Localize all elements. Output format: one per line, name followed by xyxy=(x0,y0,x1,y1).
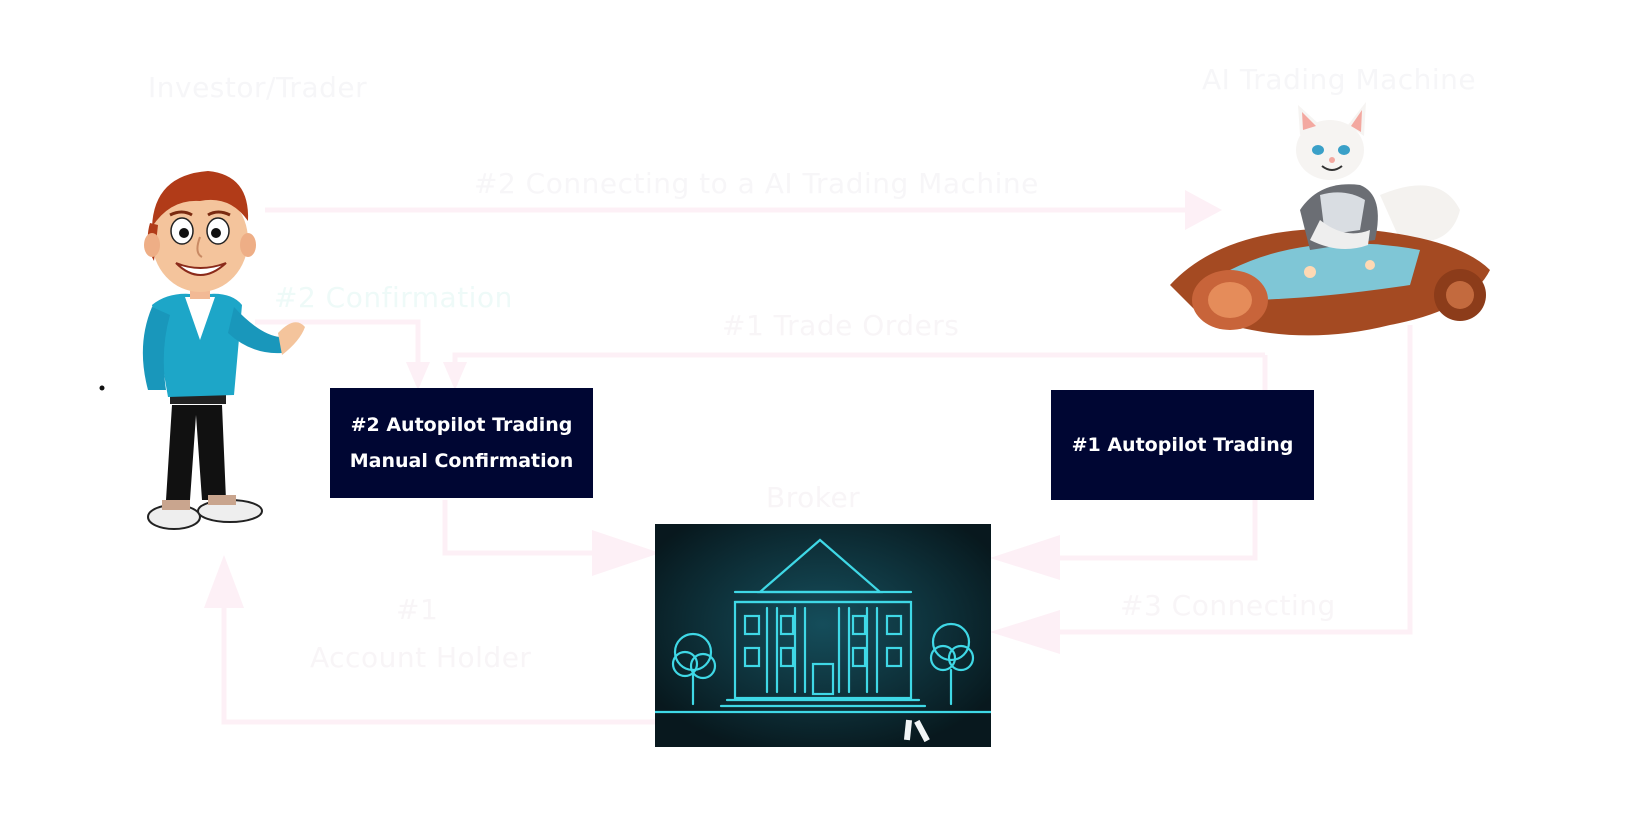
arrowhead-ai xyxy=(1185,190,1222,230)
manual-confirmation-box: #2 Autopilot Trading Manual Confirmation xyxy=(330,388,593,498)
connector-broker-to-investor xyxy=(221,600,655,725)
arrowhead-autopilot-broker xyxy=(990,535,1060,580)
manual-confirmation-line1: #2 Autopilot Trading xyxy=(350,414,573,436)
label-investor-trader: Investor/Trader xyxy=(148,71,368,104)
label-trade-orders: #1 Trade Orders xyxy=(722,309,960,342)
connector-lines xyxy=(221,207,1413,725)
arrowhead-ai-broker xyxy=(990,610,1060,654)
connector-autopilot-to-broker xyxy=(1030,500,1258,561)
dot-marker xyxy=(99,385,105,391)
label-ai-trading-machine: AI Trading Machine xyxy=(1202,63,1477,96)
label-connecting-3: #3 Connecting xyxy=(1120,589,1336,622)
arrowhead-confirmation xyxy=(406,362,430,390)
connector-manual-to-broker xyxy=(442,500,620,556)
label-connecting-ai: #2 Connecting to a AI Trading Machine xyxy=(474,167,1039,200)
label-account-holder: Account Holder xyxy=(310,641,532,674)
broker-bank-icon xyxy=(655,524,991,747)
arrowhead-investor xyxy=(204,555,244,608)
arrowhead-trade-orders xyxy=(443,362,467,390)
arrowheads xyxy=(204,190,1222,654)
connector-ai-to-broker xyxy=(1030,325,1413,635)
arrowhead-manual-broker xyxy=(592,530,660,576)
label-broker: Broker xyxy=(766,481,861,514)
investor-man-icon xyxy=(142,171,305,530)
autopilot-trading-box: #1 Autopilot Trading xyxy=(1051,390,1314,500)
manual-confirmation-line2: Manual Confirmation xyxy=(349,450,574,472)
label-confirmation: #2 Confirmation xyxy=(274,281,513,314)
robot-cat-rocket-icon xyxy=(1170,102,1490,336)
label-account-holder-number: #1 xyxy=(396,593,439,626)
connector-trade-orders xyxy=(452,352,1265,385)
autopilot-trading-line1: #1 Autopilot Trading xyxy=(1071,434,1294,456)
